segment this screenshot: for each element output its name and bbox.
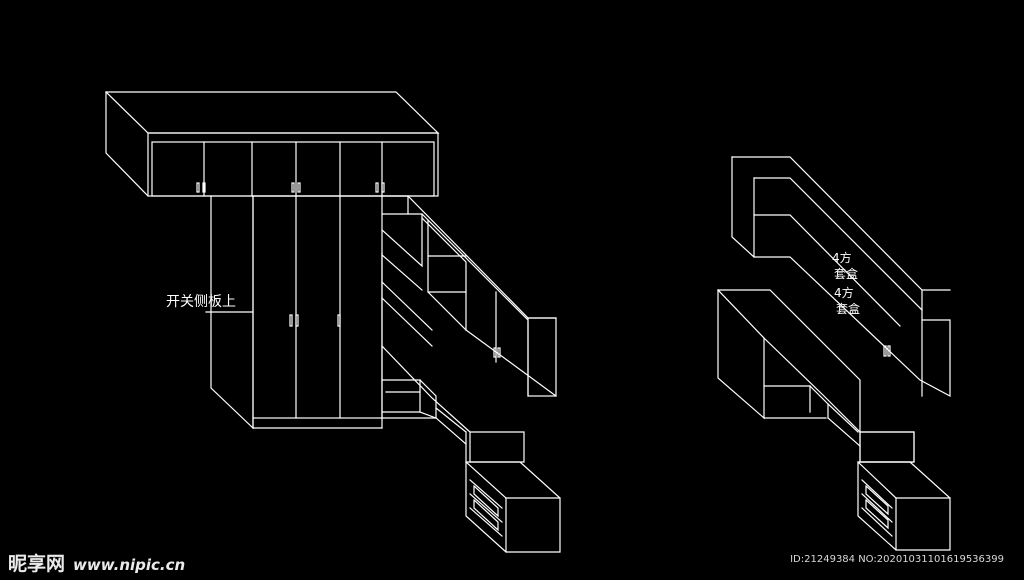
annotation-text: 4方	[832, 250, 852, 265]
handle-icon	[497, 347, 501, 358]
handle-icon	[883, 345, 887, 357]
annotation-text: 4方	[834, 285, 854, 300]
handle-icon	[291, 182, 295, 193]
right-desk-unit	[717, 289, 915, 463]
handle-icon	[381, 182, 385, 193]
handle-icon	[887, 345, 891, 357]
handle-icon	[289, 314, 293, 327]
annotation-box-labels: 4方 套盒 4方 套盒	[832, 250, 860, 316]
annotation-text: 套盒	[834, 266, 858, 281]
watermark-site: www.nipic.cn	[73, 556, 186, 574]
diagonal-shelf-unit	[381, 195, 557, 419]
annotation-switch-side-panel: 开关侧板上	[166, 294, 254, 313]
handle-icon	[297, 182, 301, 193]
handle-icon	[196, 182, 200, 193]
watermark-brand: 昵享网	[8, 553, 66, 575]
handle-icon	[295, 314, 299, 327]
left-wardrobe-assembly: 开关侧板上	[105, 91, 561, 553]
handle-icon	[337, 314, 341, 327]
annotation-text: 开关侧板上	[166, 294, 236, 310]
right-drawer-pedestal	[857, 461, 951, 551]
annotation-text: 套盒	[836, 301, 860, 316]
watermark-logo: 昵享网 www.nipic.cn	[8, 549, 185, 576]
upper-wall-shelf	[731, 156, 951, 397]
desk-unit	[381, 345, 525, 463]
right-unit-assembly: 4方 套盒 4方 套盒	[717, 156, 951, 551]
handle-icon	[375, 182, 379, 193]
drawer-pedestal	[465, 461, 561, 553]
handle-icon	[202, 182, 206, 193]
handle-icon	[493, 347, 497, 358]
image-id-text: ID:21249384 NO:20201031101619536399	[790, 554, 1004, 565]
top-overhead-cabinet	[105, 91, 440, 197]
